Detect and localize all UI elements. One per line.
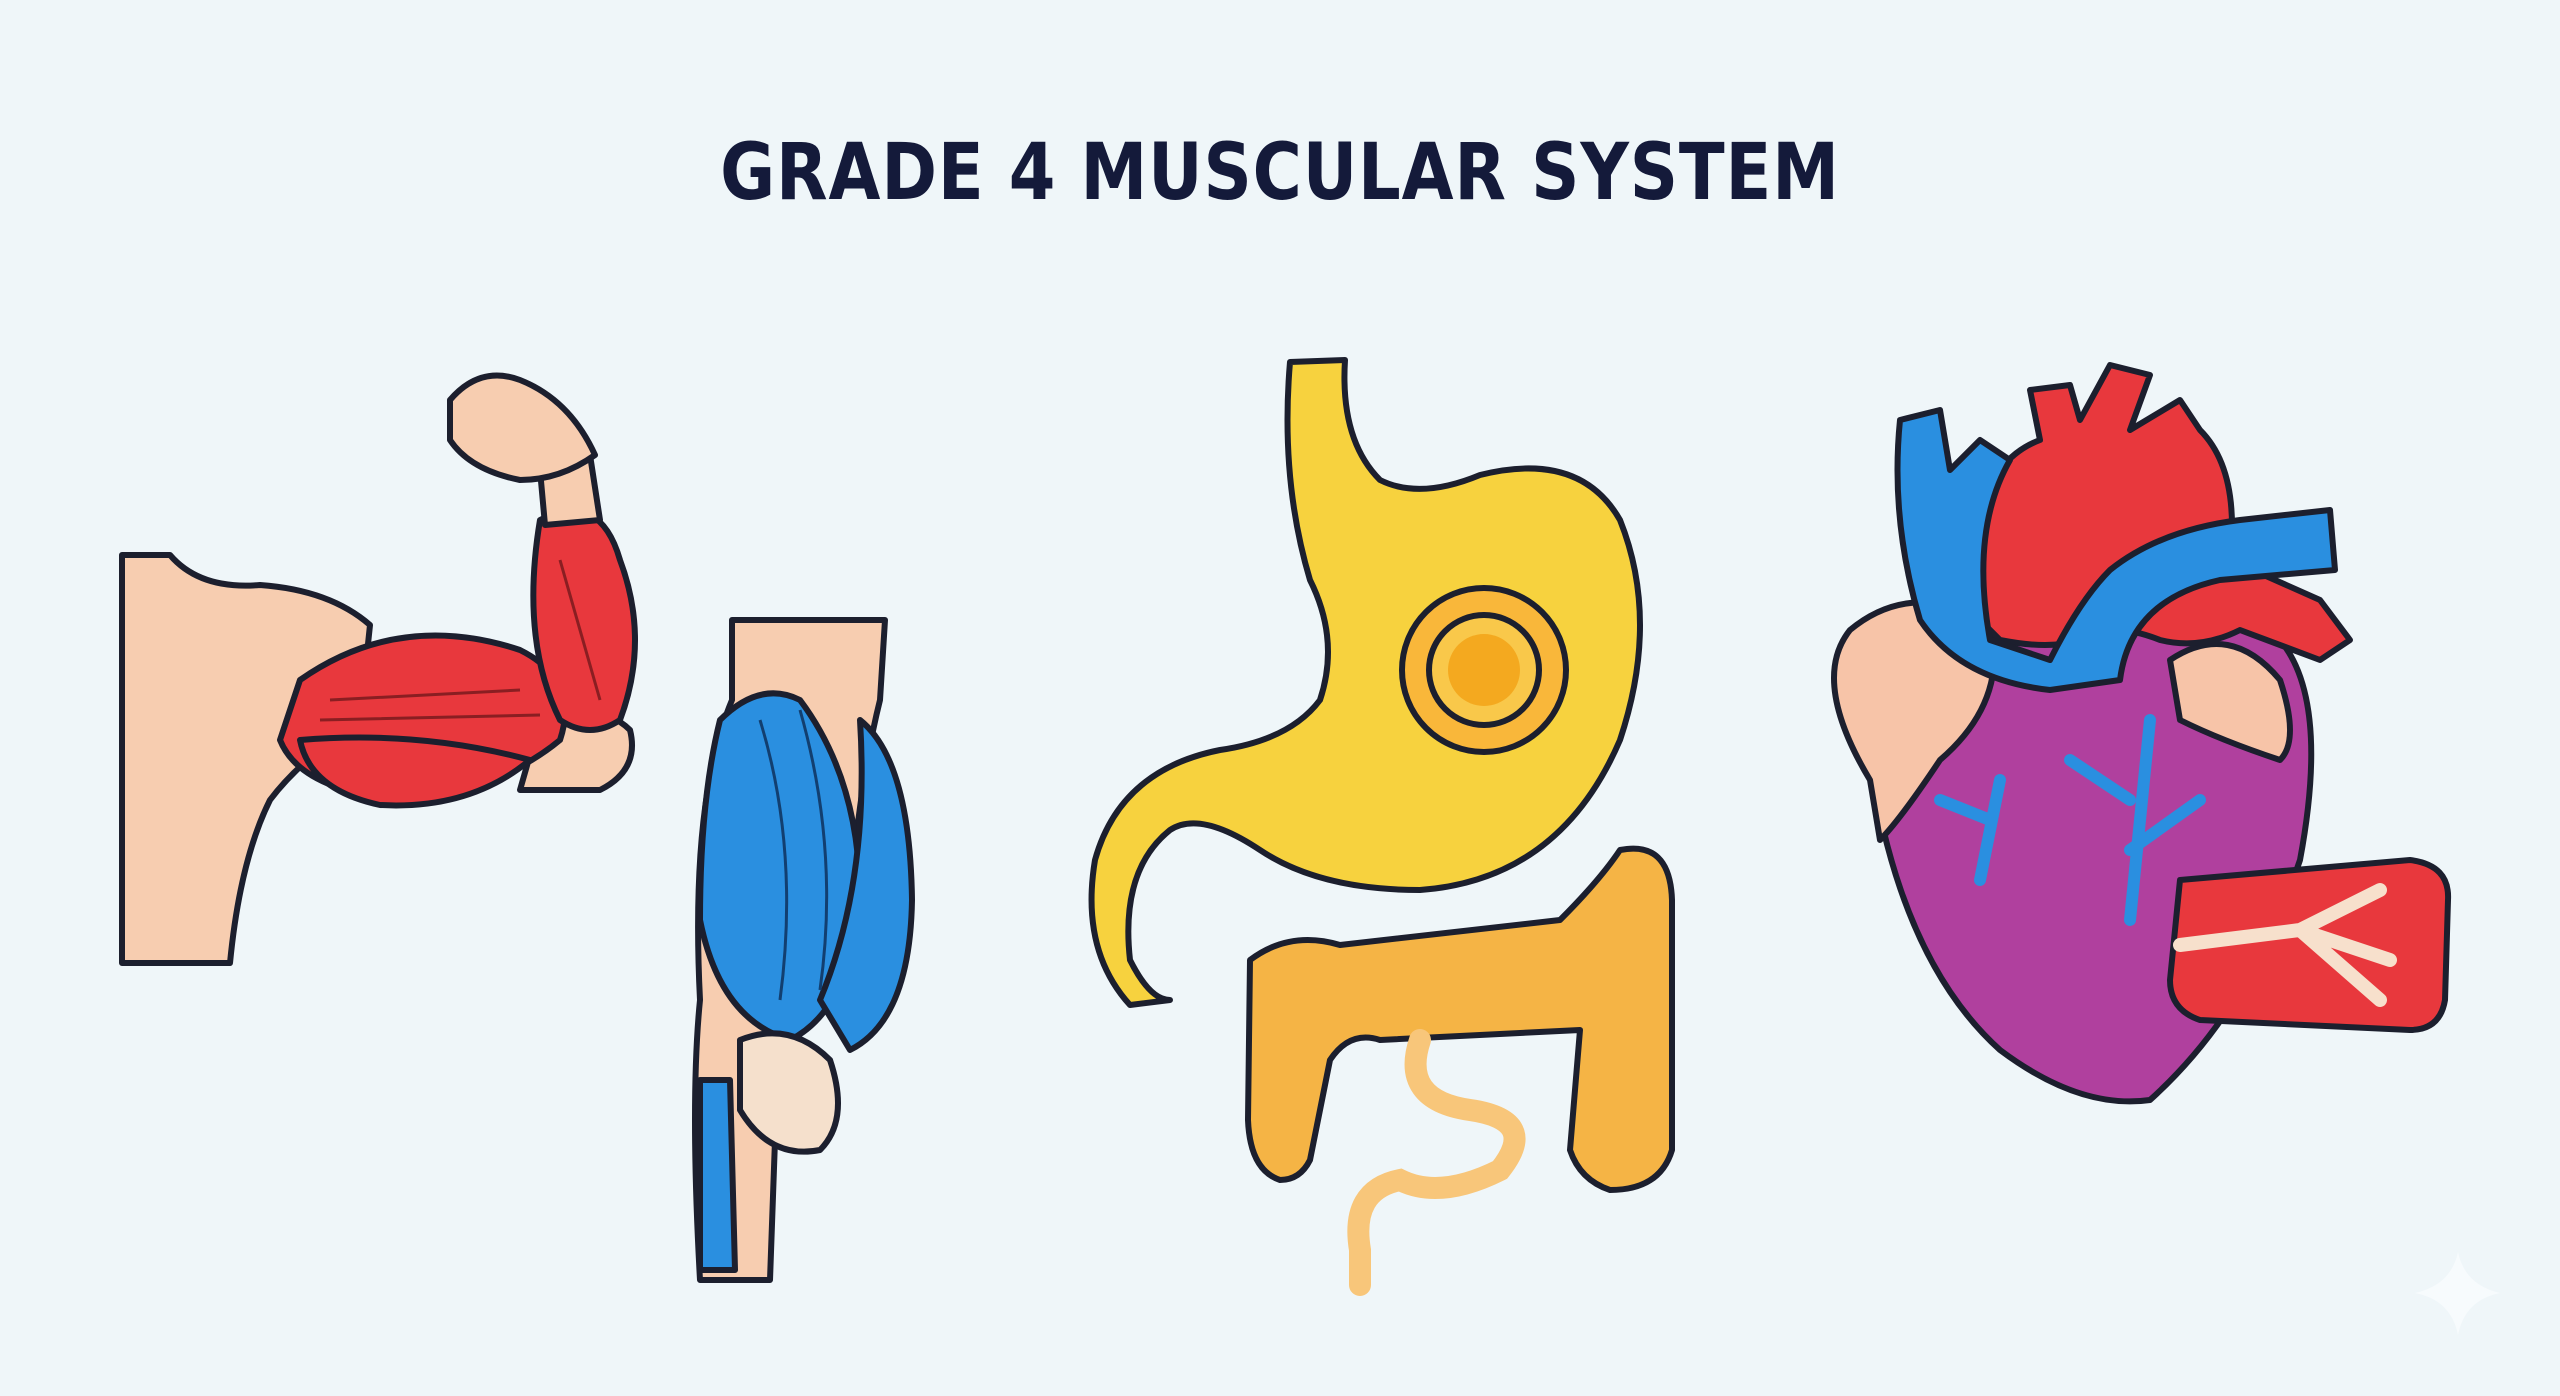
leg-thigh-muscle-icon (692, 617, 915, 1283)
page-title: GRADE 4 MUSCULAR SYSTEM (720, 128, 1840, 218)
sparkle-icon (2415, 1252, 2500, 1335)
heart-icon (1831, 362, 2452, 1105)
stomach-icon (1088, 357, 1643, 1008)
flexed-arm-biceps-icon (119, 372, 638, 966)
intestines-icon (1245, 845, 1675, 1296)
